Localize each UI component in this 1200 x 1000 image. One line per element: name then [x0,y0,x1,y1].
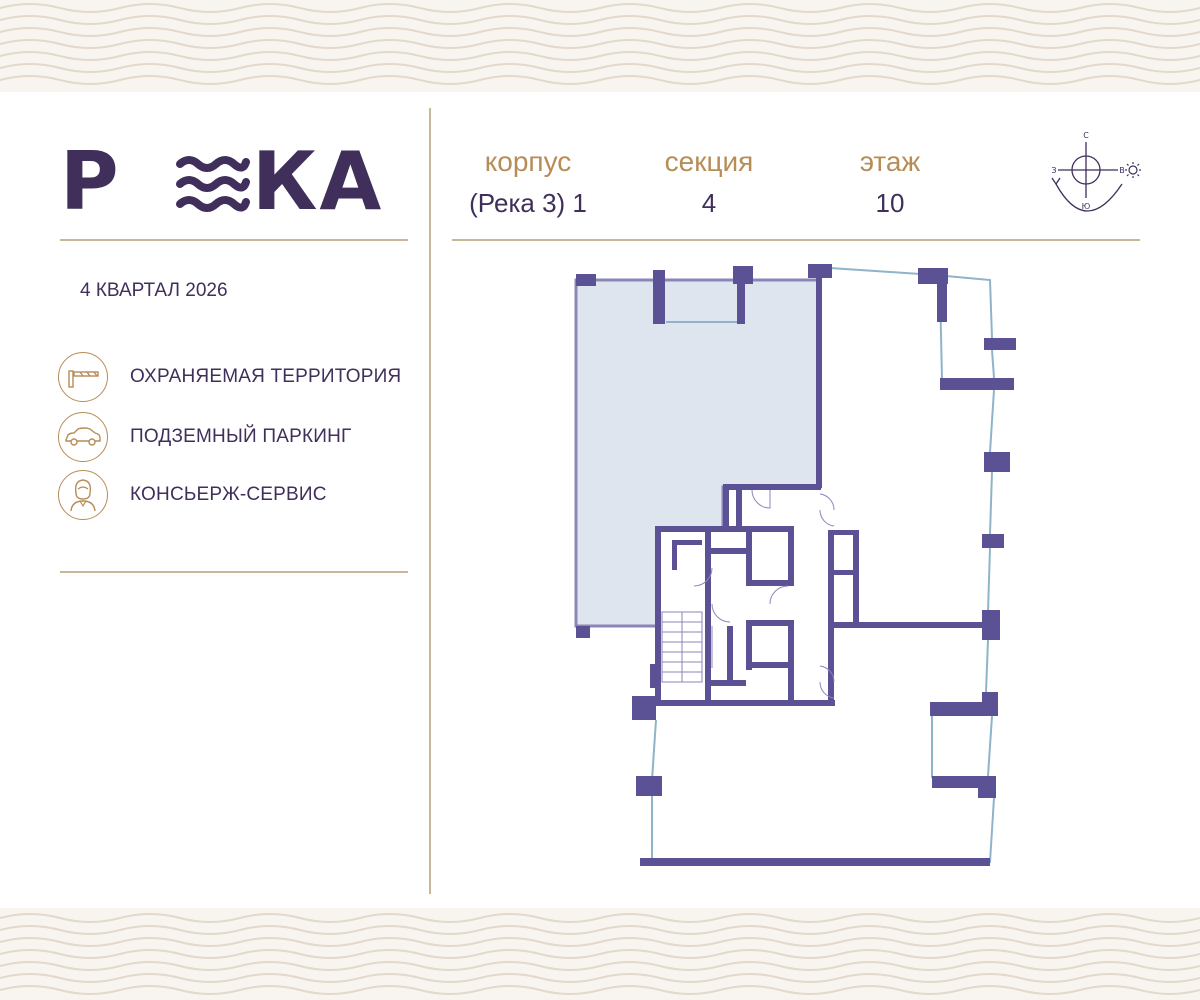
feature-concierge: КОНСЬЕРЖ-СЕРВИС [58,468,327,522]
feature-security-label: ОХРАНЯЕМАЯ ТЕРРИТОРИЯ [130,366,402,387]
meta-underline [452,239,1140,241]
sun-icon [1125,162,1141,178]
barrier-gate-icon [58,352,108,402]
delivery-date: 4 КВАРТАЛ 2026 [80,280,228,301]
brand-logo: Р КА РЕКА [60,142,381,222]
logo-underline [60,239,408,241]
features-underline [60,571,408,573]
feature-parking: ПОДЗЕМНЫЙ ПАРКИНГ [58,410,351,464]
meta-building: корпус (Река 3) 1 [428,145,628,223]
meta-building-value: (Река 3) 1 [469,188,587,218]
vertical-divider [429,108,431,894]
meta-section-value: 4 [701,188,717,218]
floor-plan [574,264,1016,866]
top-wave-pattern [0,0,1200,92]
feature-concierge-label: КОНСЬЕРЖ-СЕРВИС [130,484,327,505]
feature-parking-label: ПОДЗЕМНЫЙ ПАРКИНГ [130,426,352,447]
meta-floor: этаж 10 [790,145,990,223]
meta-section-label: секция [664,146,754,177]
walls [576,264,1016,866]
meta-building-label: корпус [484,146,572,177]
selected-apartment[interactable] [574,278,822,628]
car-icon [58,412,108,462]
logo-letters-ka: КА [252,135,384,228]
compass-north-label: С [1083,131,1089,140]
compass-west-label: З [1051,166,1056,175]
compass-icon: С Ю З В [1051,131,1141,212]
meta-floor-value: 10 [875,188,905,218]
stairs [661,611,703,683]
meta-floor-label: этаж [859,146,921,177]
bottom-wave-pattern [0,908,1200,1000]
concierge-icon [58,470,108,520]
meta-section: секция 4 [609,145,809,223]
logo-waves-icon [176,156,250,212]
compass-south-label: Ю [1082,202,1091,211]
feature-security: ОХРАНЯЕМАЯ ТЕРРИТОРИЯ [58,350,401,404]
compass-east-label: В [1119,166,1125,175]
door-swings [693,489,835,699]
logo-letter-r: Р [60,135,121,228]
